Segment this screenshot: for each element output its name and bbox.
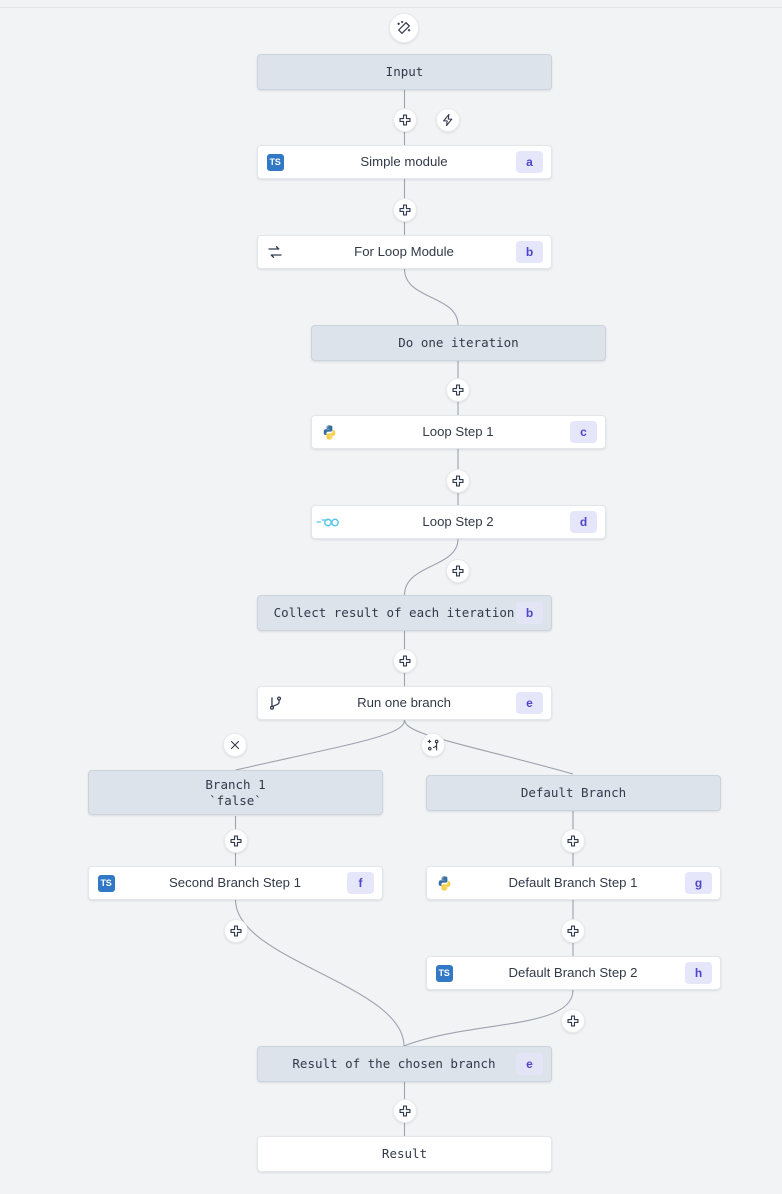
node-do-one-iteration-label: Do one iteration	[398, 335, 519, 351]
node-collect-result[interactable]: Collect result of each iteration b	[257, 595, 552, 631]
node-loop-step-1-label: Loop Step 1	[422, 423, 494, 439]
magic-wand-icon[interactable]	[389, 13, 419, 43]
edge-step2-collect	[403, 538, 459, 596]
node-for-loop-module[interactable]: For Loop Module b	[257, 235, 552, 269]
branch-icon	[258, 687, 292, 719]
node-simple-module[interactable]: TS Simple module a	[257, 145, 552, 179]
node-default-branch-step-2[interactable]: TS Default Branch Step 2 h	[426, 956, 721, 990]
node-do-one-iteration[interactable]: Do one iteration	[311, 325, 606, 361]
node-loop-step-1-badge: c	[570, 421, 597, 443]
node-second-branch-step-1-badge: f	[347, 872, 374, 894]
remove-branch-icon[interactable]	[223, 733, 247, 757]
add-step-icon-2[interactable]	[393, 198, 417, 222]
node-input[interactable]: Input	[257, 54, 552, 90]
node-loop-step-2-label: Loop Step 2	[422, 513, 494, 529]
node-run-one-branch-label: Run one branch	[357, 694, 451, 710]
node-loop-step-2-badge: d	[570, 511, 597, 533]
add-step-icon-11[interactable]	[561, 1009, 585, 1033]
header-divider	[0, 7, 782, 8]
loop-icon	[258, 236, 292, 268]
add-step-icon-12[interactable]	[393, 1099, 417, 1123]
node-default-branch-step-1-badge: g	[685, 872, 712, 894]
node-default-branch-step-2-label: Default Branch Step 2	[508, 964, 638, 980]
node-simple-module-badge: a	[516, 151, 543, 173]
node-for-loop-module-label: For Loop Module	[354, 243, 454, 259]
node-loop-step-1[interactable]: Loop Step 1 c	[311, 415, 606, 449]
node-loop-step-2[interactable]: Loop Step 2 d	[311, 505, 606, 539]
add-step-icon-1[interactable]	[393, 108, 417, 132]
node-run-one-branch-badge: e	[516, 692, 543, 714]
python-icon	[427, 867, 461, 899]
node-branch-1[interactable]: Branch 1 `false`	[88, 770, 383, 815]
node-second-branch-step-1[interactable]: TS Second Branch Step 1 f	[88, 866, 383, 900]
node-collect-result-badge: b	[516, 602, 543, 624]
add-step-icon-4[interactable]	[446, 469, 470, 493]
node-default-branch-label: Default Branch	[520, 785, 627, 801]
node-default-branch-step-2-badge: h	[685, 962, 712, 984]
typescript-icon: TS	[89, 867, 123, 899]
add-step-icon-5[interactable]	[446, 559, 470, 583]
add-branch-icon[interactable]	[421, 733, 445, 757]
add-step-icon-3[interactable]	[446, 378, 470, 402]
typescript-icon: TS	[258, 146, 292, 178]
node-for-loop-module-badge: b	[516, 241, 543, 263]
edge-branch-right	[403, 719, 574, 775]
add-step-icon-10[interactable]	[561, 919, 585, 943]
node-branch-1-label: Branch 1 `false`	[205, 776, 266, 808]
add-step-icon-7[interactable]	[224, 829, 248, 853]
edge-defaultstep2-merge	[403, 989, 574, 1047]
typescript-icon: TS	[427, 957, 461, 989]
node-default-branch-step-1-label: Default Branch Step 1	[508, 874, 638, 890]
node-default-branch-step-1[interactable]: Default Branch Step 1 g	[426, 866, 721, 900]
edge-forloop-iteration	[403, 268, 459, 326]
go-icon	[312, 506, 346, 538]
node-result-of-chosen-branch[interactable]: Result of the chosen branch e	[257, 1046, 552, 1082]
add-step-icon-8[interactable]	[561, 829, 585, 853]
add-step-icon-6[interactable]	[393, 649, 417, 673]
node-collect-result-label: Collect result of each iteration	[273, 605, 515, 621]
node-input-label: Input	[385, 64, 424, 80]
node-result-of-chosen-branch-badge: e	[516, 1053, 543, 1075]
node-default-branch[interactable]: Default Branch	[426, 775, 721, 811]
trigger-bolt-icon[interactable]	[436, 108, 460, 132]
node-result-of-chosen-branch-label: Result of the chosen branch	[292, 1056, 496, 1072]
edge-branch-left	[235, 719, 406, 771]
python-icon	[312, 416, 346, 448]
node-result[interactable]: Result	[257, 1136, 552, 1172]
node-second-branch-step-1-label: Second Branch Step 1	[169, 874, 301, 890]
add-step-icon-9[interactable]	[224, 919, 248, 943]
edge-secondstep-merge	[234, 899, 405, 1047]
node-run-one-branch[interactable]: Run one branch e	[257, 686, 552, 720]
node-simple-module-label: Simple module	[360, 153, 448, 169]
node-result-label: Result	[381, 1146, 428, 1162]
